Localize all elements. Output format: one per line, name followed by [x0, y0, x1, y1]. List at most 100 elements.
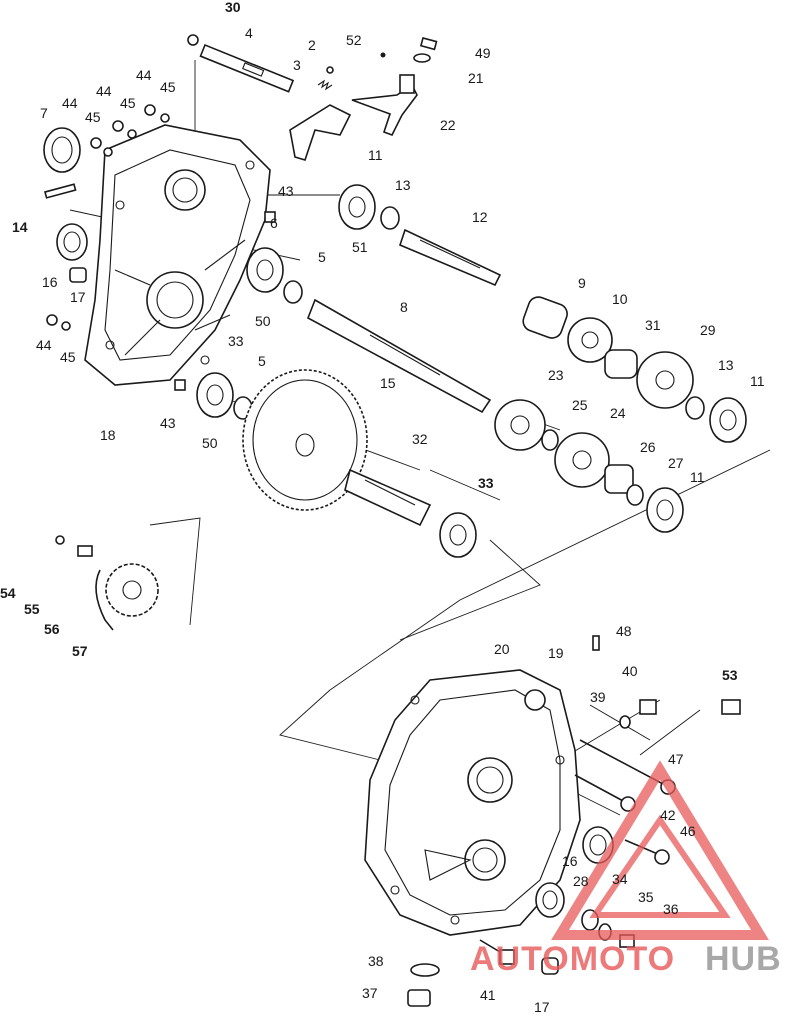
- callout-18: 18: [100, 427, 116, 443]
- callout-45a: 45: [160, 79, 176, 95]
- callout-49: 49: [475, 45, 491, 61]
- callout-50a: 50: [255, 313, 271, 329]
- callout-53: 53: [722, 667, 738, 683]
- callout-11c: 11: [690, 469, 705, 485]
- chain-57: [95, 569, 114, 631]
- watermark-logo: [551, 760, 769, 940]
- dowel-43a: [264, 211, 276, 223]
- callout-41: 41: [480, 987, 496, 1003]
- callout-40: 40: [622, 663, 638, 679]
- callout-47: 47: [668, 751, 684, 767]
- callout-45c: 45: [85, 109, 101, 125]
- washer-38: [410, 963, 440, 977]
- callout-8: 8: [400, 299, 408, 315]
- bearing-11a: [338, 184, 376, 230]
- bearing-11b: [709, 397, 747, 443]
- callout-39: 39: [590, 689, 606, 705]
- callout-21: 21: [468, 70, 484, 86]
- drain-plug-37: [407, 989, 431, 1007]
- bushing-31: [604, 349, 638, 379]
- callout-28: 28: [573, 873, 589, 889]
- callout-44a: 44: [136, 67, 152, 83]
- washer-30: [187, 34, 199, 46]
- callout-43a: 43: [278, 183, 294, 199]
- bolt-54: [55, 535, 65, 545]
- callout-labels: 30 4 2 3 52 49 21 22 44 45 44 45 44 45 7…: [0, 0, 765, 1015]
- callout-35: 35: [638, 889, 654, 905]
- bearing-6: [246, 247, 284, 293]
- bolt-41: [499, 949, 515, 965]
- callout-44d: 44: [36, 337, 52, 353]
- oil-seal-7: [43, 127, 81, 173]
- callout-13b: 13: [718, 357, 734, 373]
- callout-38: 38: [368, 953, 384, 969]
- gear-10: [567, 317, 613, 363]
- callout-9: 9: [578, 275, 586, 291]
- left-small-parts: [43, 104, 276, 391]
- callout-6: 6: [270, 215, 278, 231]
- bearing-33a: [196, 372, 234, 418]
- callout-12: 12: [472, 209, 488, 225]
- callout-24: 24: [610, 405, 626, 421]
- gear-15: [242, 369, 368, 511]
- circlip-13a: [380, 206, 400, 230]
- watermark-brand-primary: AUTOMOTO: [470, 940, 675, 978]
- counter-shaft-group: [246, 247, 684, 533]
- callout-54: 54: [0, 585, 16, 601]
- circlip-13b: [685, 396, 705, 420]
- callout-27: 27: [668, 455, 684, 471]
- callout-13a: 13: [395, 177, 411, 193]
- main-shaft-group: [338, 184, 747, 443]
- counter-shaft-8: [306, 298, 492, 414]
- oil-seal-16: [56, 223, 88, 261]
- callout-50b: 50: [202, 435, 218, 451]
- callout-29: 29: [700, 322, 716, 338]
- callout-45d: 45: [60, 349, 76, 365]
- gear-24: [554, 432, 610, 488]
- callout-44b: 44: [96, 83, 112, 99]
- callout-2: 2: [308, 37, 316, 53]
- callout-20: 20: [494, 641, 510, 657]
- callout-15: 15: [380, 375, 396, 391]
- callout-51: 51: [352, 239, 368, 255]
- callout-23: 23: [548, 367, 564, 383]
- callout-11b: 11: [750, 373, 765, 389]
- washer-39: [619, 715, 631, 729]
- sprocket-group: [55, 517, 201, 631]
- shift-shaft-assembly: [187, 34, 438, 161]
- watermark-brand-secondary: HUB: [705, 940, 782, 978]
- washer-27: [626, 484, 644, 506]
- callout-10: 10: [612, 291, 628, 307]
- washer-25: [541, 429, 559, 451]
- plug-40: [639, 699, 657, 715]
- output-shaft-32: [344, 468, 432, 527]
- callout-7: 7: [40, 105, 48, 121]
- fitting-53: [721, 699, 741, 715]
- needle-bearing-26: [604, 464, 634, 494]
- callout-32: 32: [412, 431, 428, 447]
- pin-48: [592, 635, 600, 651]
- collar-9: [522, 296, 568, 339]
- callout-16a: 16: [42, 274, 58, 290]
- bearing-11c: [646, 487, 684, 533]
- gear-23: [494, 399, 546, 451]
- ball-2: [326, 66, 334, 74]
- shift-shaft-4: [199, 43, 295, 93]
- dowel-17b: [541, 957, 559, 975]
- callout-14: 14: [12, 219, 28, 235]
- bearing-19: [524, 689, 546, 711]
- callout-37: 37: [362, 985, 378, 1001]
- callout-55: 55: [24, 601, 40, 617]
- o-ring-21: [413, 53, 431, 63]
- callout-19: 19: [548, 645, 564, 661]
- callout-36: 36: [663, 901, 679, 917]
- callout-26: 26: [640, 439, 656, 455]
- oil-seal-28: [535, 882, 565, 918]
- callout-17a: 17: [70, 289, 86, 305]
- callout-46: 46: [680, 823, 696, 839]
- callout-33b: 33: [478, 475, 494, 491]
- callout-56: 56: [44, 621, 60, 637]
- callout-43b: 43: [160, 415, 176, 431]
- shift-fork-left: [289, 104, 352, 161]
